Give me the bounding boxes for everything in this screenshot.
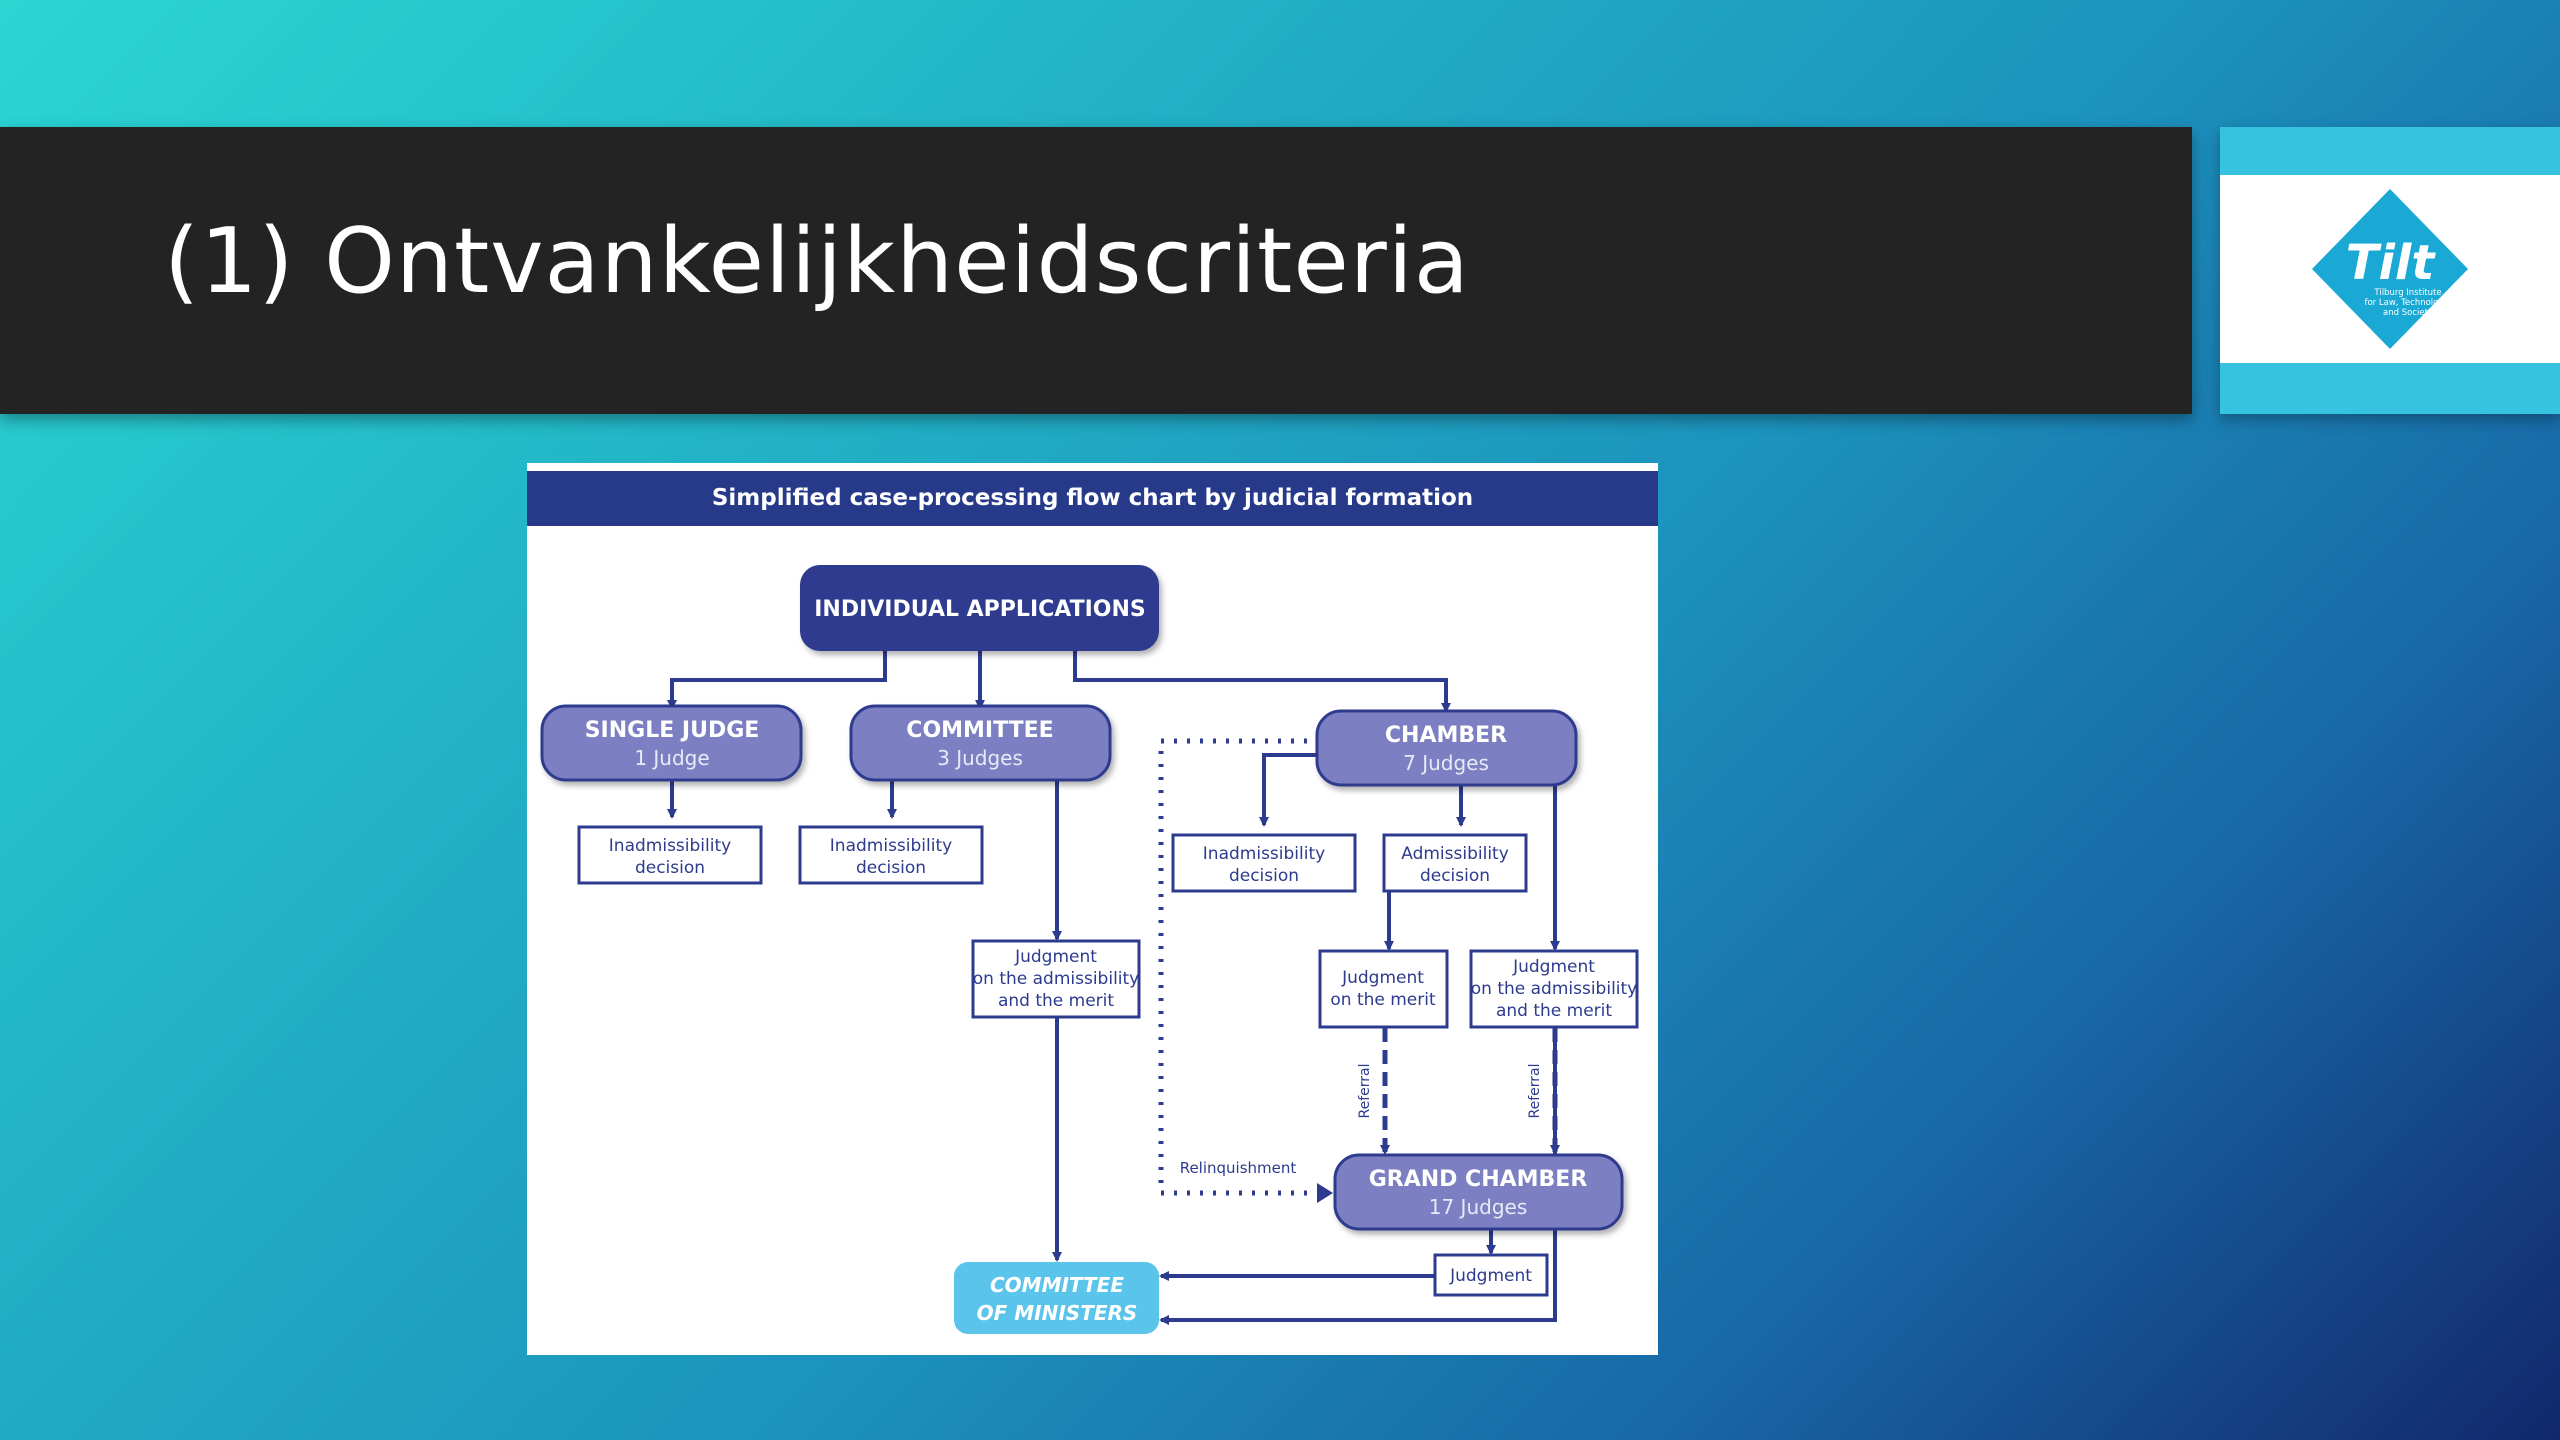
relinquishment-line bbox=[1158, 738, 1320, 1196]
label-referral-right: Referral bbox=[1527, 1064, 1543, 1119]
node-individual-applications-label: INDIVIDUAL APPLICATIONS bbox=[814, 597, 1146, 622]
node-chamber-title: CHAMBER bbox=[1385, 723, 1507, 748]
box-grand-chamber-judgment bbox=[1433, 1253, 1549, 1297]
tilt-logo: Tilt Tilburg Institute for Law, Technolo… bbox=[2312, 189, 2468, 349]
slide-title: (1) Ontvankelijkheidscriteria bbox=[164, 209, 1470, 314]
node-chamber-sub: 7 Judges bbox=[1403, 751, 1489, 775]
box-single-judge-inadmissibility bbox=[577, 825, 763, 885]
logo-subtitle-line-2: for Law, Technology, bbox=[2364, 298, 2451, 308]
edge-apps-to-chamber bbox=[1073, 650, 1451, 713]
box-chamber-admissibility bbox=[1382, 833, 1528, 893]
node-committee bbox=[849, 704, 1112, 782]
logo-box: Tilt Tilburg Institute for Law, Technolo… bbox=[2220, 127, 2560, 414]
logo-diamond-icon bbox=[2312, 189, 2468, 349]
flowchart-diagram: INDIVIDUAL APPLICATIONS SINGLE JUDGE 1 J… bbox=[540, 565, 1639, 1334]
box-chamber-judgment-admissibility bbox=[1469, 949, 1639, 1029]
logo-background: Tilt Tilburg Institute for Law, Technolo… bbox=[2220, 175, 2560, 363]
label-relinquishment: Relinquishment bbox=[1180, 1159, 1297, 1177]
box-ch-inadm-line-2: decision bbox=[1229, 866, 1299, 886]
box-ch-merit-line-1: Judgment bbox=[1341, 968, 1424, 988]
node-committee-sub: 3 Judges bbox=[937, 746, 1023, 770]
box-ch-judg-line-1: Judgment bbox=[1512, 957, 1595, 977]
relinquishment-arrowhead bbox=[1317, 1183, 1333, 1203]
box-gc-judgment-label: Judgment bbox=[1449, 1266, 1532, 1286]
node-grand-chamber-title: GRAND CHAMBER bbox=[1369, 1167, 1588, 1192]
node-committee-title: COMMITTEE bbox=[906, 718, 1053, 743]
box-sj-inadm-line-2: decision bbox=[635, 858, 705, 878]
edge-relinquishment bbox=[1158, 738, 1320, 1196]
box-ch-judg-line-2: on the admissibility bbox=[1471, 979, 1638, 999]
box-ch-adm-line-1: Admissibility bbox=[1401, 844, 1509, 864]
edge-apps-to-single-judge bbox=[667, 650, 887, 710]
box-com-inadm-line-2: decision bbox=[856, 858, 926, 878]
node-single-judge bbox=[540, 704, 803, 782]
flowchart-header: Simplified case-processing flow chart by… bbox=[527, 471, 1658, 526]
label-referral-left: Referral bbox=[1357, 1064, 1373, 1119]
node-chamber bbox=[1315, 709, 1578, 787]
box-committee-judgment bbox=[971, 939, 1141, 1019]
logo-subtitle-line-3: and Society bbox=[2383, 308, 2433, 318]
node-individual-applications bbox=[800, 565, 1159, 651]
flowchart-figure: Simplified case-processing flow chart by… bbox=[527, 463, 1658, 1355]
node-ministers-line-2: OF MINISTERS bbox=[977, 1301, 1138, 1325]
connector-lines bbox=[667, 650, 1560, 1325]
title-bar bbox=[0, 127, 2192, 414]
box-committee-inadmissibility bbox=[798, 825, 984, 885]
box-ch-merit-line-2: on the merit bbox=[1330, 990, 1436, 1010]
box-com-judg-line-3: and the merit bbox=[998, 991, 1114, 1011]
node-ministers-line-1: COMMITTEE bbox=[990, 1273, 1124, 1297]
box-chamber-inadmissibility bbox=[1171, 833, 1357, 893]
box-chamber-judgment-merit bbox=[1318, 949, 1449, 1029]
box-com-judg-line-1: Judgment bbox=[1014, 947, 1097, 967]
logo-wordmark: Tilt bbox=[2346, 235, 2437, 291]
node-grand-chamber-sub: 17 Judges bbox=[1429, 1195, 1528, 1219]
box-ch-adm-line-2: decision bbox=[1420, 866, 1490, 886]
box-sj-inadm-line-1: Inadmissibility bbox=[609, 836, 731, 856]
node-single-judge-sub: 1 Judge bbox=[634, 746, 709, 770]
edge-chamber-to-inadmissibility bbox=[1259, 753, 1320, 827]
box-ch-judg-line-3: and the merit bbox=[1496, 1001, 1612, 1021]
box-com-judg-line-2: on the admissibility bbox=[973, 969, 1140, 989]
node-grand-chamber bbox=[1333, 1153, 1624, 1231]
node-committee-of-ministers bbox=[954, 1262, 1159, 1334]
node-single-judge-title: SINGLE JUDGE bbox=[585, 718, 760, 743]
box-com-inadm-line-1: Inadmissibility bbox=[830, 836, 952, 856]
box-ch-inadm-line-1: Inadmissibility bbox=[1203, 844, 1325, 864]
logo-subtitle-line-1: Tilburg Institute bbox=[2373, 288, 2441, 298]
